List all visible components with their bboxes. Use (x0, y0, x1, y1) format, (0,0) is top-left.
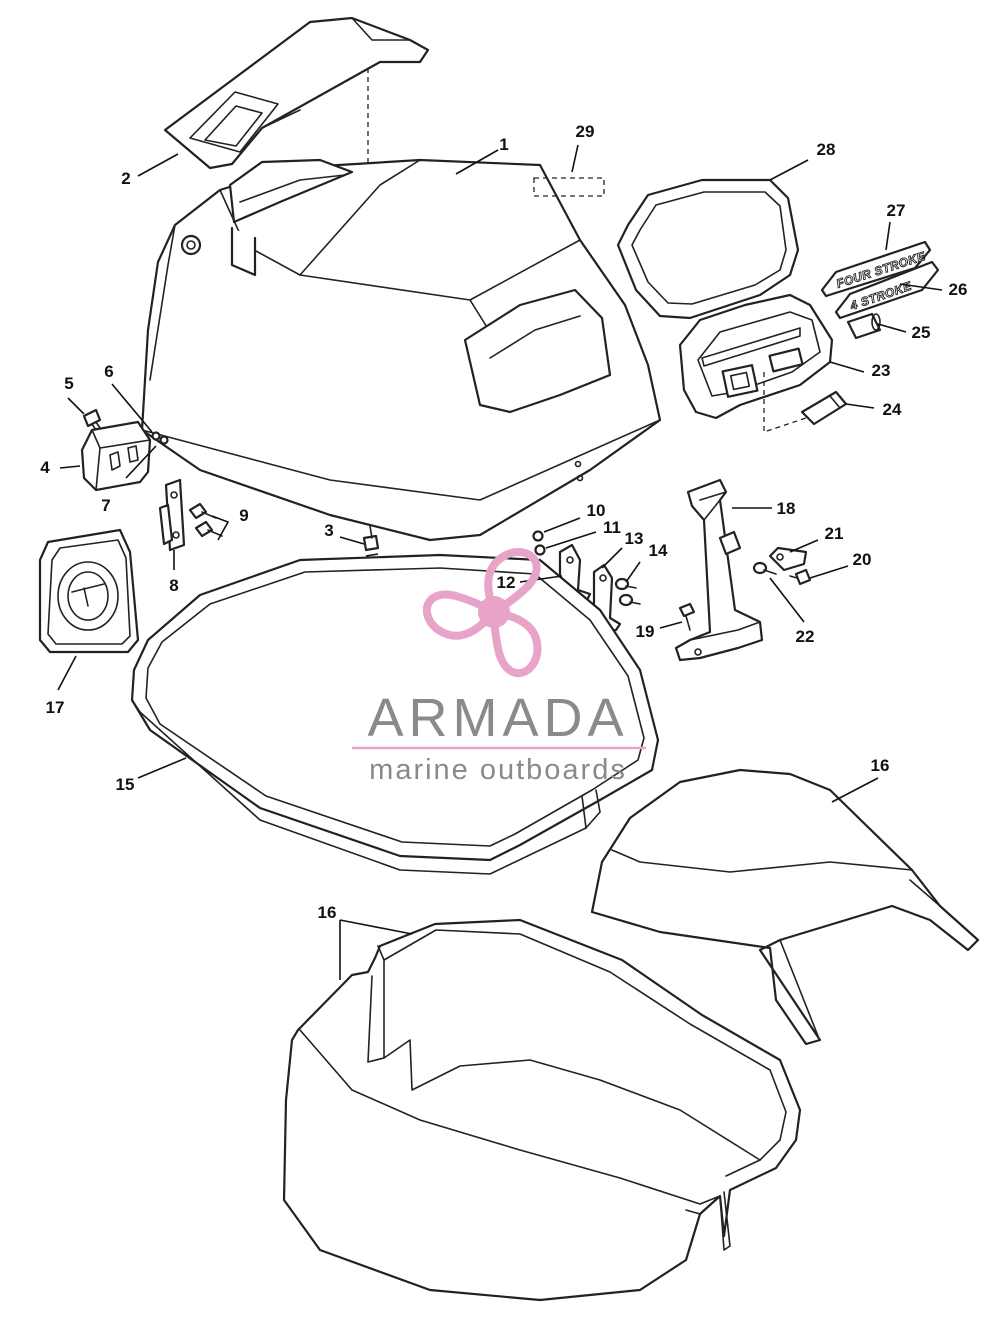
callout-7: 7 (101, 496, 110, 515)
part-18-support-bracket (674, 478, 764, 662)
callout-24: 24 (883, 400, 902, 419)
callout-12: 12 (497, 573, 516, 592)
part-29-placeholder (533, 177, 605, 197)
propeller-logo-icon (421, 548, 549, 679)
callout-9: 9 (239, 506, 248, 525)
callout-4: 4 (40, 458, 50, 477)
part-16-lower-pan (282, 918, 802, 1302)
callout-29: 29 (576, 122, 595, 141)
callout-13: 13 (625, 529, 644, 548)
part-20-bolt (789, 568, 812, 586)
callout-23: 23 (872, 361, 891, 380)
callout-20: 20 (853, 550, 872, 569)
watermark: ARMADA marine outboards (352, 548, 646, 786)
watermark-tagline: marine outboards (369, 754, 627, 786)
callout-18: 18 (777, 499, 796, 518)
callout-26: 26 (949, 280, 968, 299)
part-17-rear-panel (38, 528, 140, 654)
callout-14: 14 (649, 541, 668, 560)
callout-21: 21 (825, 524, 844, 543)
callout-8: 8 (169, 576, 178, 595)
part-3-screw (362, 525, 380, 557)
part-24-plug (800, 390, 848, 426)
part-28-window-frame (616, 178, 800, 320)
part-6-nut (151, 431, 161, 441)
part-1-top-cowl (140, 158, 662, 542)
callout-3: 3 (324, 521, 333, 540)
callout-16-left: 16 (318, 903, 337, 922)
callout-16-right: 16 (871, 756, 890, 775)
callout-17: 17 (46, 698, 65, 717)
callout-28: 28 (817, 140, 836, 159)
part-8-latch-plate (158, 478, 186, 552)
callout-labels: 1 2 3 4 5 6 7 8 9 10 11 12 13 14 15 16 1… (40, 122, 967, 922)
callout-25: 25 (912, 323, 931, 342)
callout-5: 5 (64, 374, 73, 393)
part-9-bolts (188, 502, 223, 538)
part-19-bolt (678, 602, 696, 631)
callout-22: 22 (796, 627, 815, 646)
callout-1: 1 (499, 135, 508, 154)
part-21-clip (768, 546, 808, 572)
callout-2: 2 (121, 169, 130, 188)
callout-6: 6 (104, 362, 113, 381)
watermark-brand: ARMADA (367, 688, 628, 748)
callout-11: 11 (603, 518, 621, 537)
leader-lines (57, 144, 943, 980)
part-14-screws (614, 577, 641, 607)
callout-10: 10 (587, 501, 606, 520)
part-16-rear-lower-cover (590, 768, 980, 1046)
part-11-washer (534, 544, 546, 556)
callout-15: 15 (116, 775, 135, 794)
part-15-seal (130, 553, 660, 875)
part-25-cap (846, 312, 882, 340)
callout-19: 19 (636, 622, 655, 641)
part-22-screw (752, 561, 777, 575)
callout-27: 27 (887, 201, 906, 220)
part-4-latch-block (80, 420, 152, 492)
part-7-nut (159, 435, 169, 445)
part-10-washer (532, 530, 544, 542)
part-2-vent-cover (163, 16, 430, 170)
